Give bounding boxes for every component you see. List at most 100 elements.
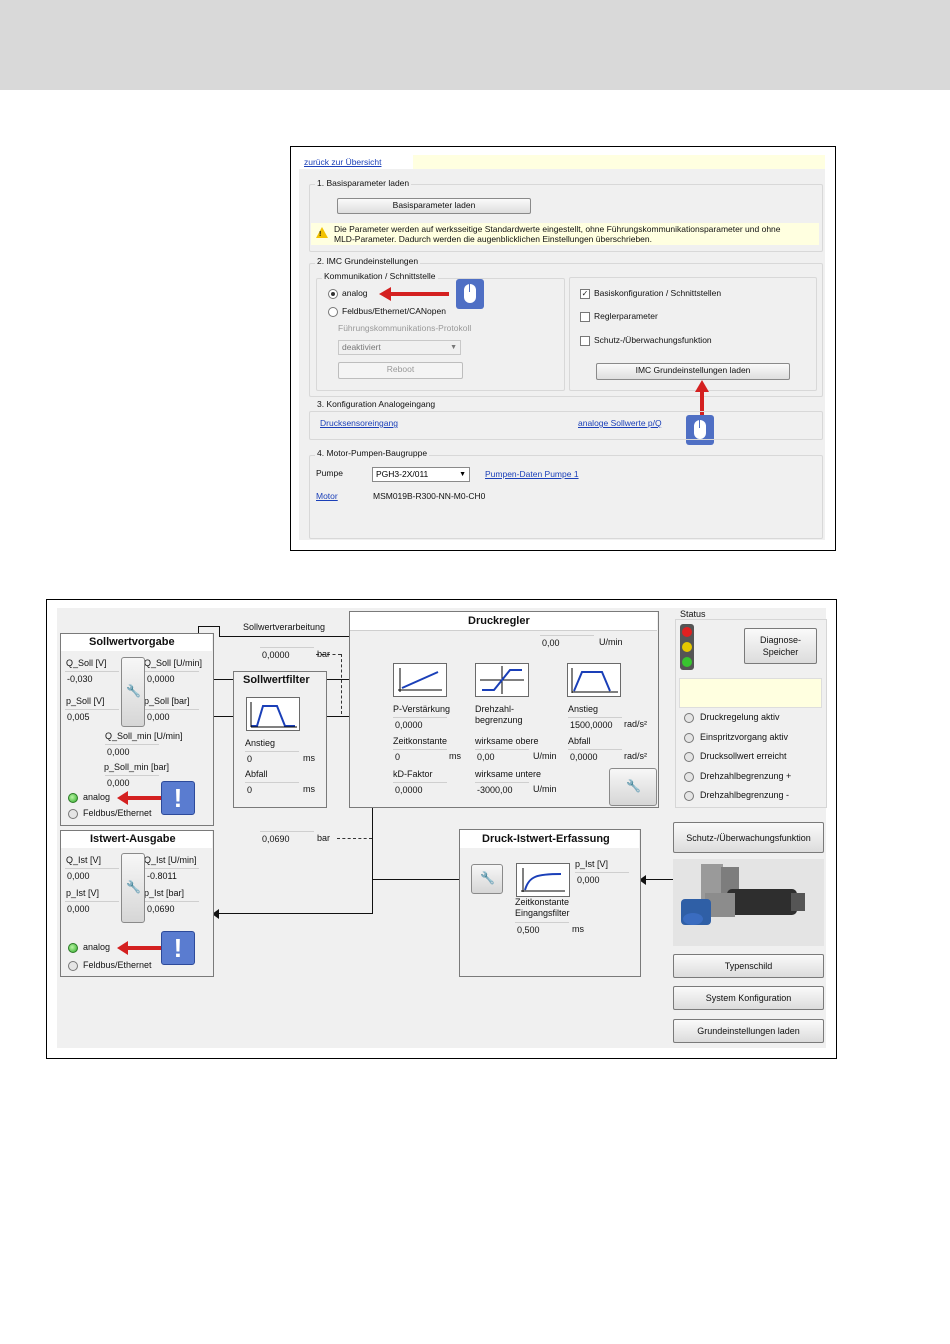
druck-istwert-settings-button[interactable]: 🔧 bbox=[471, 864, 503, 894]
p-gain-value: 0,0000 bbox=[393, 717, 447, 731]
system-konfiguration-button[interactable]: System Konfiguration bbox=[673, 986, 824, 1010]
warning-icon bbox=[316, 227, 328, 238]
wrench-icon: 🔧 bbox=[126, 684, 141, 698]
p-ist-v-label: p_Ist [V] bbox=[66, 888, 100, 898]
fall-unit: rad/s² bbox=[624, 751, 648, 761]
status-item-einspritz: Einspritzvorgang aktiv bbox=[700, 732, 789, 742]
pump-select-value: PGH3-2X/011 bbox=[376, 469, 429, 479]
istwert-settings-button[interactable]: 🔧 bbox=[121, 853, 145, 923]
section-imc-grundeinstellungen bbox=[309, 263, 823, 397]
kd-value: 0,0000 bbox=[393, 782, 447, 796]
p-ist-v-value: 0,000 bbox=[65, 901, 119, 915]
protocol-label: Führungskommunikations-Protokoll bbox=[338, 323, 472, 333]
checkbox-schutzfunktion[interactable] bbox=[580, 336, 590, 346]
drucksensoreingang-link[interactable]: Drucksensoreingang bbox=[320, 418, 398, 428]
analog-label: analog bbox=[83, 792, 111, 802]
schutz-ueberwachung-button[interactable]: Schutz-/Überwachungsfunktion bbox=[673, 822, 824, 853]
motor-link[interactable]: Motor bbox=[316, 491, 338, 501]
ist-analog-label: analog bbox=[83, 942, 111, 952]
ramp-icon bbox=[567, 663, 621, 697]
sollwertvorgabe-settings-button[interactable]: 🔧 bbox=[121, 657, 145, 727]
filter-anstieg-label: Anstieg bbox=[245, 738, 276, 748]
filter-anstieg-unit: ms bbox=[303, 753, 315, 763]
exclamation-icon: ! bbox=[161, 781, 195, 815]
exclamation-icon-2: ! bbox=[161, 931, 195, 965]
grundeinstellungen-laden-button[interactable]: Grundeinstellungen laden bbox=[673, 1019, 824, 1043]
wrench-icon: 🔧 bbox=[626, 779, 641, 793]
q-ist-v-value: 0,000 bbox=[65, 868, 119, 882]
time-const-value: 0 bbox=[393, 749, 447, 763]
comm-group-title: Kommunikation / Schnittstelle bbox=[322, 271, 438, 282]
druckregler-settings-button[interactable]: 🔧 bbox=[609, 768, 657, 806]
eingangsfilter-value: 0,500 bbox=[515, 922, 569, 936]
radio-fieldbus[interactable] bbox=[328, 307, 338, 317]
status-led-3 bbox=[684, 772, 694, 782]
p-ist-bar-label: p_Ist [bar] bbox=[144, 888, 185, 898]
radio-analog[interactable] bbox=[328, 289, 338, 299]
analog-led bbox=[68, 793, 78, 803]
pump-select[interactable]: PGH3-2X/011 ▼ bbox=[372, 467, 470, 482]
eingangsfilter-label-2: Eingangsfilter bbox=[515, 908, 570, 918]
ist-fieldbus-led bbox=[68, 961, 78, 971]
basisparameter-laden-button[interactable]: Basisparameter laden bbox=[337, 198, 531, 214]
time-const-unit: ms bbox=[449, 751, 461, 761]
druckregler-title: Druckregler bbox=[468, 615, 530, 627]
status-title: Status bbox=[680, 609, 706, 619]
rise-value: 1500,0000 bbox=[568, 717, 622, 731]
checkbox-schutzfunktion-label: Schutz-/Überwachungsfunktion bbox=[594, 335, 712, 345]
sollwertverarbeitung-unit: bar bbox=[317, 649, 331, 659]
p-soll-min-value: 0,000 bbox=[105, 775, 159, 789]
sollwertverarbeitung-title: Sollwertverarbeitung bbox=[243, 622, 326, 632]
p-gain-label: P-Verstärkung bbox=[393, 704, 451, 714]
typenschild-button[interactable]: Typenschild bbox=[673, 954, 824, 978]
page-header-band bbox=[0, 0, 950, 90]
filter-abfall-label: Abfall bbox=[245, 769, 268, 779]
red-arrow-analog bbox=[389, 292, 449, 296]
checkbox-reglerparameter[interactable] bbox=[580, 312, 590, 322]
pump-data-link[interactable]: Pumpen-Daten Pumpe 1 bbox=[485, 469, 579, 479]
time-const-label: Zeitkonstante bbox=[393, 736, 448, 746]
eingangsfilter-unit: ms bbox=[572, 924, 584, 934]
rise-label: Anstieg bbox=[568, 704, 599, 714]
checkbox-reglerparameter-label: Reglerparameter bbox=[594, 311, 658, 321]
filter-abfall-value: 0 bbox=[245, 782, 299, 796]
diagnose-speicher-button[interactable]: Diagnose- Speicher bbox=[744, 628, 817, 664]
upper-limit-value: 0,00 bbox=[475, 749, 529, 763]
q-soll-min-label: Q_Soll_min [U/min] bbox=[105, 731, 183, 741]
status-message-box bbox=[679, 678, 822, 708]
kd-label: kD-Faktor bbox=[393, 769, 433, 779]
status-item-drehzahl-plus: Drehzahlbegrenzung + bbox=[700, 771, 792, 781]
section3-title: 3. Konfiguration Analogeingang bbox=[315, 399, 438, 410]
imc-settings-screenshot: zurück zur Übersicht 1. Basisparameter l… bbox=[290, 146, 836, 551]
lower-limit-value: -3000,00 bbox=[475, 782, 529, 796]
section2-title: 2. IMC Grundeinstellungen bbox=[315, 256, 421, 267]
sollwertvorgabe-title: Sollwertvorgabe bbox=[89, 636, 175, 648]
chevron-down-icon: ▼ bbox=[459, 471, 466, 478]
traffic-light-icon bbox=[680, 624, 694, 670]
imc-grundeinstellungen-laden-button[interactable]: IMC Grundeinstellungen laden bbox=[596, 363, 790, 380]
status-item-druckregelung: Druckregelung aktiv bbox=[700, 712, 780, 722]
status-led-2 bbox=[684, 752, 694, 762]
q-soll-v-value: -0,030 bbox=[65, 671, 119, 685]
analoge-sollwerte-link[interactable]: analoge Sollwerte p/Q bbox=[578, 418, 662, 428]
lower-limit-unit: U/min bbox=[533, 784, 557, 794]
druck-istwert-title: Druck-Istwert-Erfassung bbox=[482, 833, 610, 845]
checkbox-basiskonfiguration[interactable]: ✓ bbox=[580, 289, 590, 299]
status-led-1 bbox=[684, 733, 694, 743]
protocol-select[interactable]: deaktiviert▼ bbox=[338, 340, 461, 355]
back-link[interactable]: zurück zur Übersicht bbox=[304, 157, 382, 167]
status-item-drehzahl-minus: Drehzahlbegrenzung - bbox=[700, 790, 790, 800]
fieldbus-label: Feldbus/Ethernet bbox=[83, 808, 152, 818]
warning-text-line2: MLD-Parameter. Dadurch werden die augenb… bbox=[334, 234, 652, 244]
warning-text-line1: Die Parameter werden auf werksseitige St… bbox=[334, 224, 781, 234]
ist-fieldbus-label: Feldbus/Ethernet bbox=[83, 960, 152, 970]
p-soll-min-label: p_Soll_min [bar] bbox=[104, 762, 170, 772]
info-strip bbox=[413, 155, 825, 169]
protocol-select-value: deaktiviert bbox=[342, 342, 381, 352]
reboot-button[interactable]: Reboot bbox=[338, 362, 463, 379]
warning-box bbox=[311, 223, 819, 245]
mouse-click-icon bbox=[456, 279, 484, 309]
status-led-0 bbox=[684, 713, 694, 723]
upper-limit-label: wirksame obere bbox=[475, 736, 539, 746]
radio-analog-label: analog bbox=[342, 288, 368, 298]
